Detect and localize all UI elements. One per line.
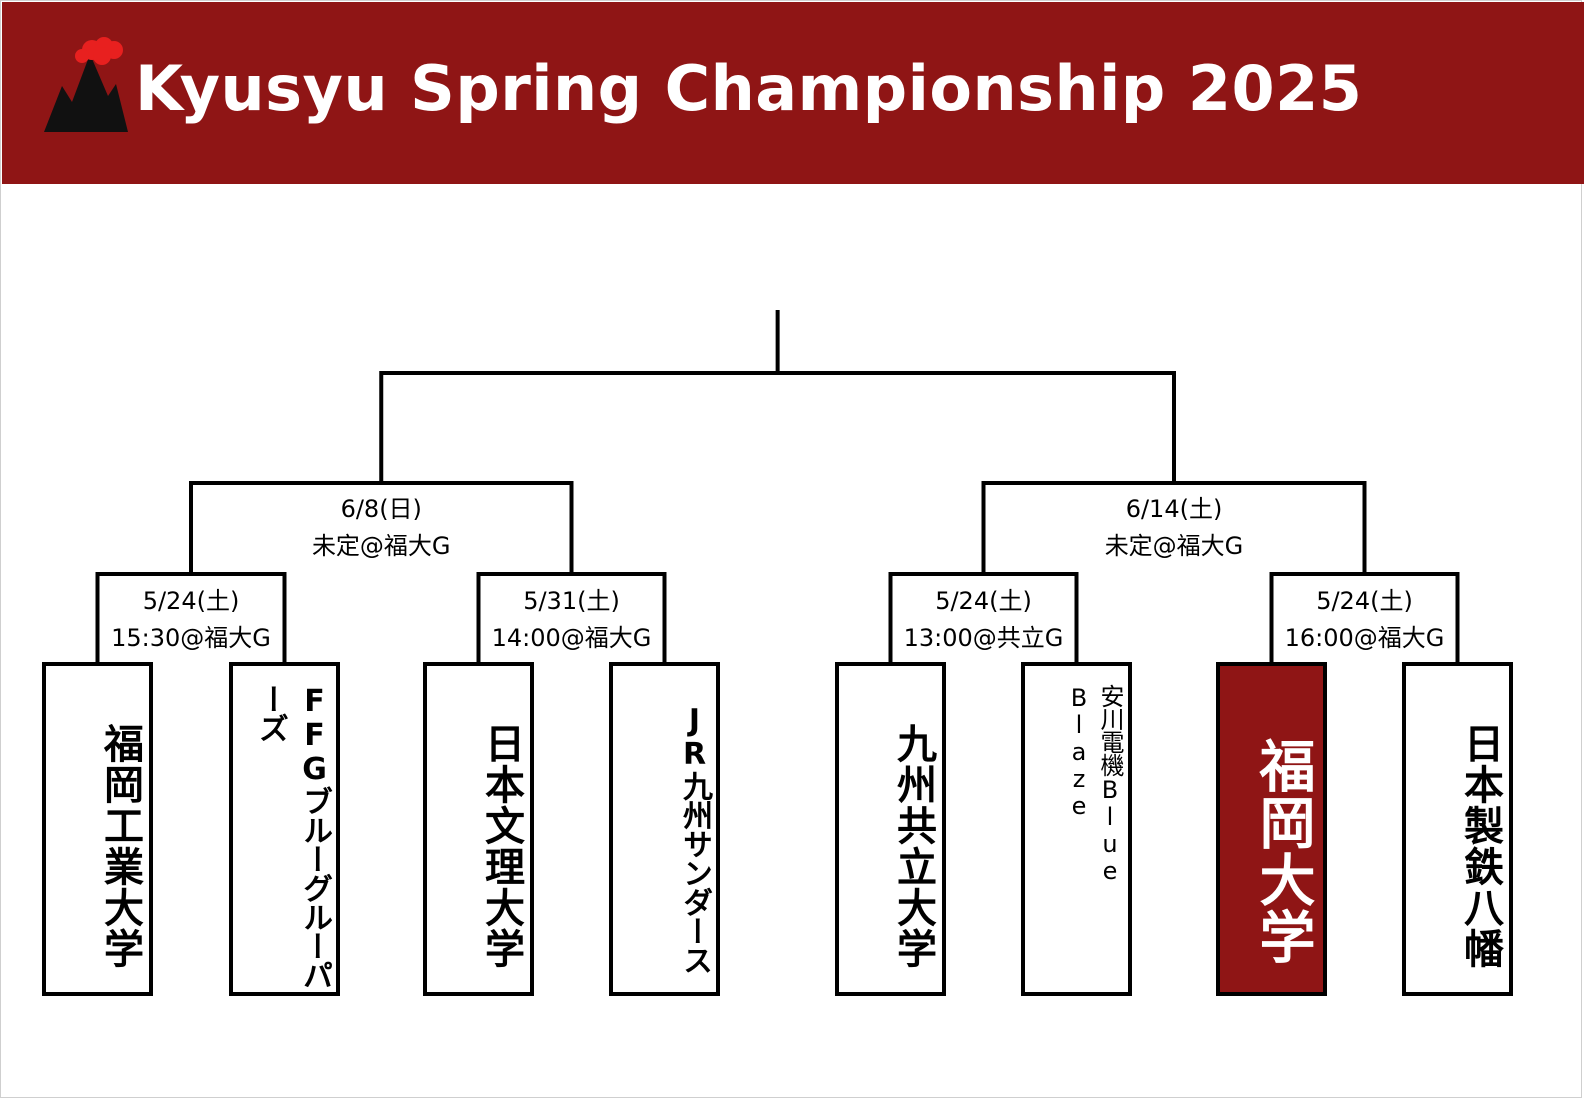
team-name: 福岡大学 [1250, 737, 1315, 965]
team-box: 日本製鉄八幡 [1402, 662, 1513, 996]
team-name: 福岡工業大学 [97, 723, 143, 969]
final-connector [379, 371, 1176, 485]
team-box: 福岡大学 [1216, 662, 1327, 996]
semifinal-time-venue: 未定@福大G [311, 532, 451, 560]
first-round-time-venue: 15:30@福大G [111, 624, 271, 652]
team-name: 安川電機Blue Blaze [1065, 684, 1124, 884]
first-round-time-venue: 14:00@福大G [491, 624, 652, 652]
team-box: FFGブルーグルーパーズ [229, 662, 340, 996]
first-round-date: 5/24(土) [142, 587, 240, 615]
team-box: JR九州サンダース [609, 662, 720, 996]
first-round-time-venue: 16:00@福大G [1284, 624, 1445, 652]
first-round-date: 5/24(土) [935, 587, 1032, 615]
semifinal-date: 6/14(土) [1125, 495, 1223, 523]
team-name: 日本製鉄八幡 [1457, 723, 1503, 969]
semifinal-date: 6/8(日) [340, 495, 422, 523]
team-box: 九州共立大学 [835, 662, 946, 996]
team-box: 日本文理大学 [423, 662, 534, 996]
semifinal-time-venue: 未定@福大G [1104, 532, 1244, 560]
first-round-date: 5/31(土) [523, 587, 620, 615]
team-name: 九州共立大学 [890, 723, 936, 969]
team-name: JR九州サンダース [677, 702, 712, 974]
mountain-volcano-icon [44, 37, 128, 132]
team-name: 日本文理大学 [478, 723, 524, 969]
team-box: 福岡工業大学 [42, 662, 153, 996]
header-banner: Kyusyu Spring Championship 2025 [2, 2, 1584, 184]
team-name: FFGブルーグルーパーズ [253, 684, 332, 989]
first-round-time-venue: 13:00@共立G [903, 624, 1064, 652]
page-title: Kyusyu Spring Championship 2025 [135, 52, 1363, 125]
first-round-date: 5/24(土) [1316, 587, 1413, 615]
team-box: 安川電機Blue Blaze [1021, 662, 1132, 996]
